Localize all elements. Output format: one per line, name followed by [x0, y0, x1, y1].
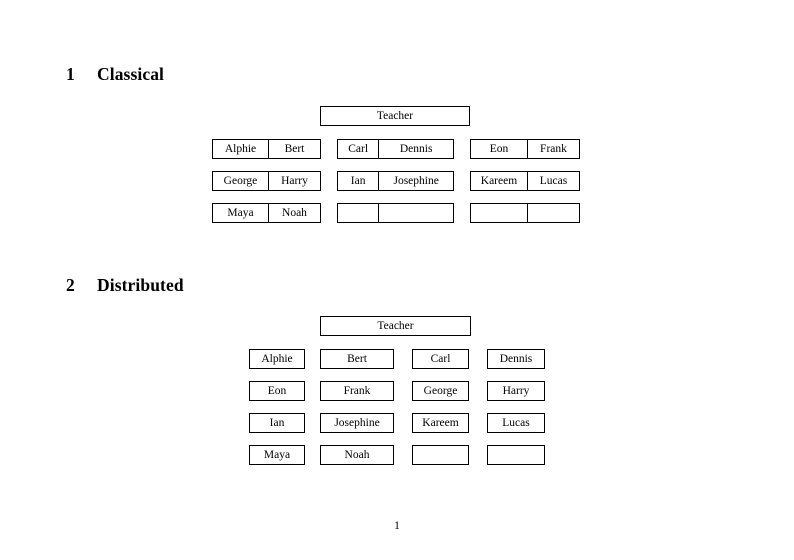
desk-cell[interactable]: Maya [227, 207, 254, 219]
section-title: Distributed [97, 275, 184, 295]
desk-cell[interactable] [338, 204, 378, 222]
desk-cell[interactable]: Alphie [224, 143, 257, 155]
desk-cell[interactable]: Carl [412, 349, 469, 369]
desk-pair-row[interactable]: Maya Noah [212, 203, 321, 223]
desk-cell[interactable] [487, 445, 545, 465]
section-number: 2 [66, 275, 75, 295]
desk-cell[interactable] [471, 204, 527, 222]
desk-cell[interactable] [412, 445, 469, 465]
desk-pair-row[interactable]: Alphie Bert [212, 139, 321, 159]
desk-pair-row[interactable]: Carl Dennis [337, 139, 454, 159]
page-number: 1 [394, 520, 400, 532]
desk-cell[interactable] [378, 204, 453, 222]
desk-cell[interactable]: Noah [320, 445, 394, 465]
desk-cell[interactable]: Eon [249, 381, 305, 401]
desk-cell[interactable]: George [412, 381, 469, 401]
section-heading-distributed: 2 Distributed [66, 275, 184, 296]
desk-cell[interactable]: Dennis [378, 140, 453, 158]
section-title: Classical [97, 64, 165, 84]
desk-cell[interactable]: Bert [320, 349, 394, 369]
desk-cell[interactable]: Frank [526, 140, 579, 158]
desk-cell[interactable]: Harry [267, 172, 320, 190]
section-number: 1 [66, 64, 75, 84]
desk-cell[interactable]: Bert [267, 140, 320, 158]
desk-pair-row[interactable]: Eon Frank [470, 139, 580, 159]
teacher-desk-classical[interactable]: Teacher [320, 106, 470, 126]
desk-cell[interactable]: Maya [249, 445, 305, 465]
desk-cell[interactable]: Lucas [526, 172, 579, 190]
desk-cell[interactable]: Carl [348, 143, 369, 155]
desk-pair-row[interactable] [470, 203, 580, 223]
desk-cell[interactable]: George [223, 175, 258, 187]
desk-pair-row[interactable]: George Harry [212, 171, 321, 191]
desk-cell[interactable]: Kareem [480, 175, 518, 187]
desk-cell[interactable]: Lucas [487, 413, 545, 433]
desk-cell[interactable]: Kareem [412, 413, 469, 433]
desk-pair-row[interactable]: Kareem Lucas [470, 171, 580, 191]
desk-cell[interactable]: Ian [249, 413, 305, 433]
desk-pair-row[interactable]: Ian Josephine [337, 171, 454, 191]
desk-cell[interactable] [526, 204, 579, 222]
section-heading-classical: 1 Classical [66, 64, 164, 85]
desk-cell[interactable]: Dennis [487, 349, 545, 369]
teacher-desk-distributed[interactable]: Teacher [320, 316, 471, 336]
desk-cell[interactable]: Eon [489, 143, 509, 155]
desk-cell[interactable]: Alphie [249, 349, 305, 369]
desk-cell[interactable]: Josephine [378, 172, 453, 190]
desk-cell[interactable]: Harry [487, 381, 545, 401]
desk-cell[interactable]: Noah [267, 204, 320, 222]
desk-cell[interactable]: Ian [350, 175, 366, 187]
desk-cell[interactable]: Frank [320, 381, 394, 401]
desk-cell[interactable]: Josephine [320, 413, 394, 433]
desk-pair-row[interactable] [337, 203, 454, 223]
